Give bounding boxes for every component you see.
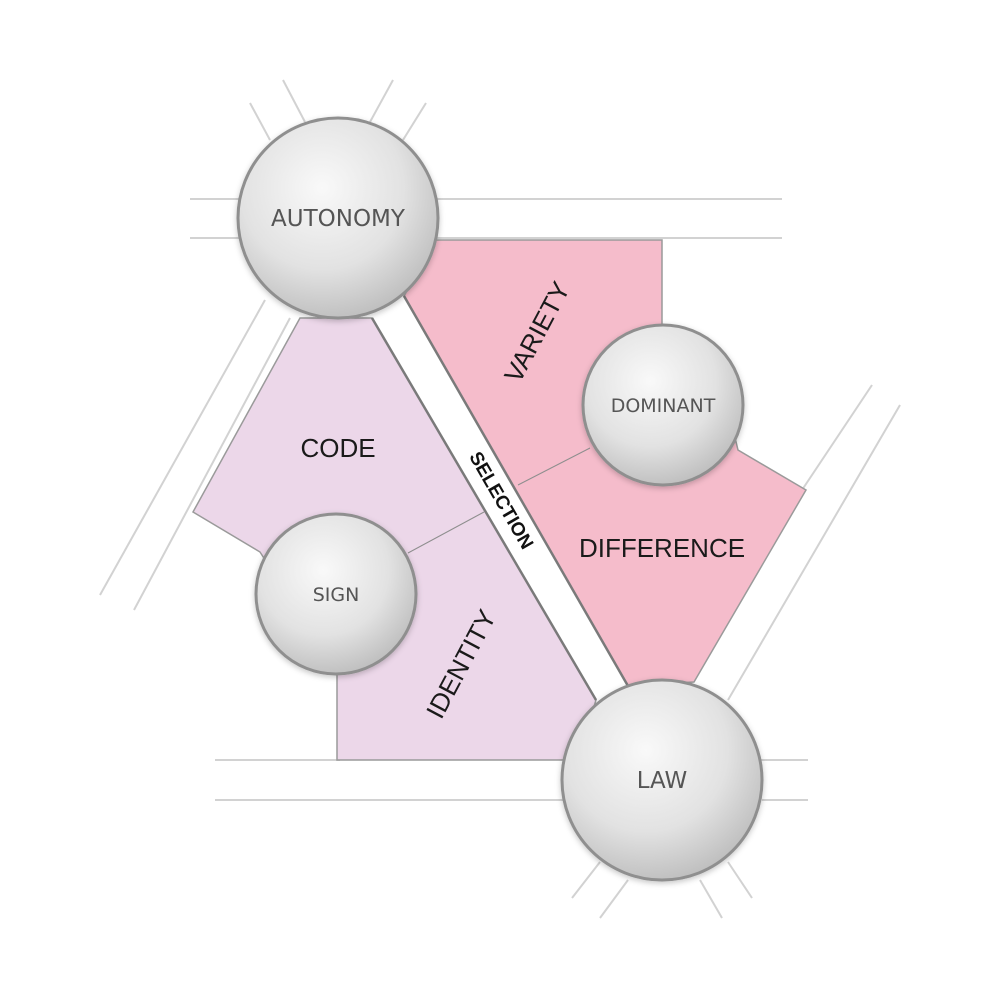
road-lines [99, 79, 901, 919]
region-dividers [407, 447, 591, 554]
law-label: LAW [637, 768, 688, 794]
dominant-node [581, 323, 745, 487]
selection-channel [370, 295, 630, 701]
sign-node [254, 512, 418, 676]
difference-label: DIFFERENCE [579, 533, 745, 563]
dominant-label: DOMINANT [611, 395, 716, 417]
code-label: CODE [300, 433, 375, 463]
autonomy-node [236, 116, 440, 320]
autonomy-label: AUTONOMY [271, 206, 406, 232]
sign-label: SIGN [313, 584, 360, 606]
law-node [560, 678, 764, 882]
